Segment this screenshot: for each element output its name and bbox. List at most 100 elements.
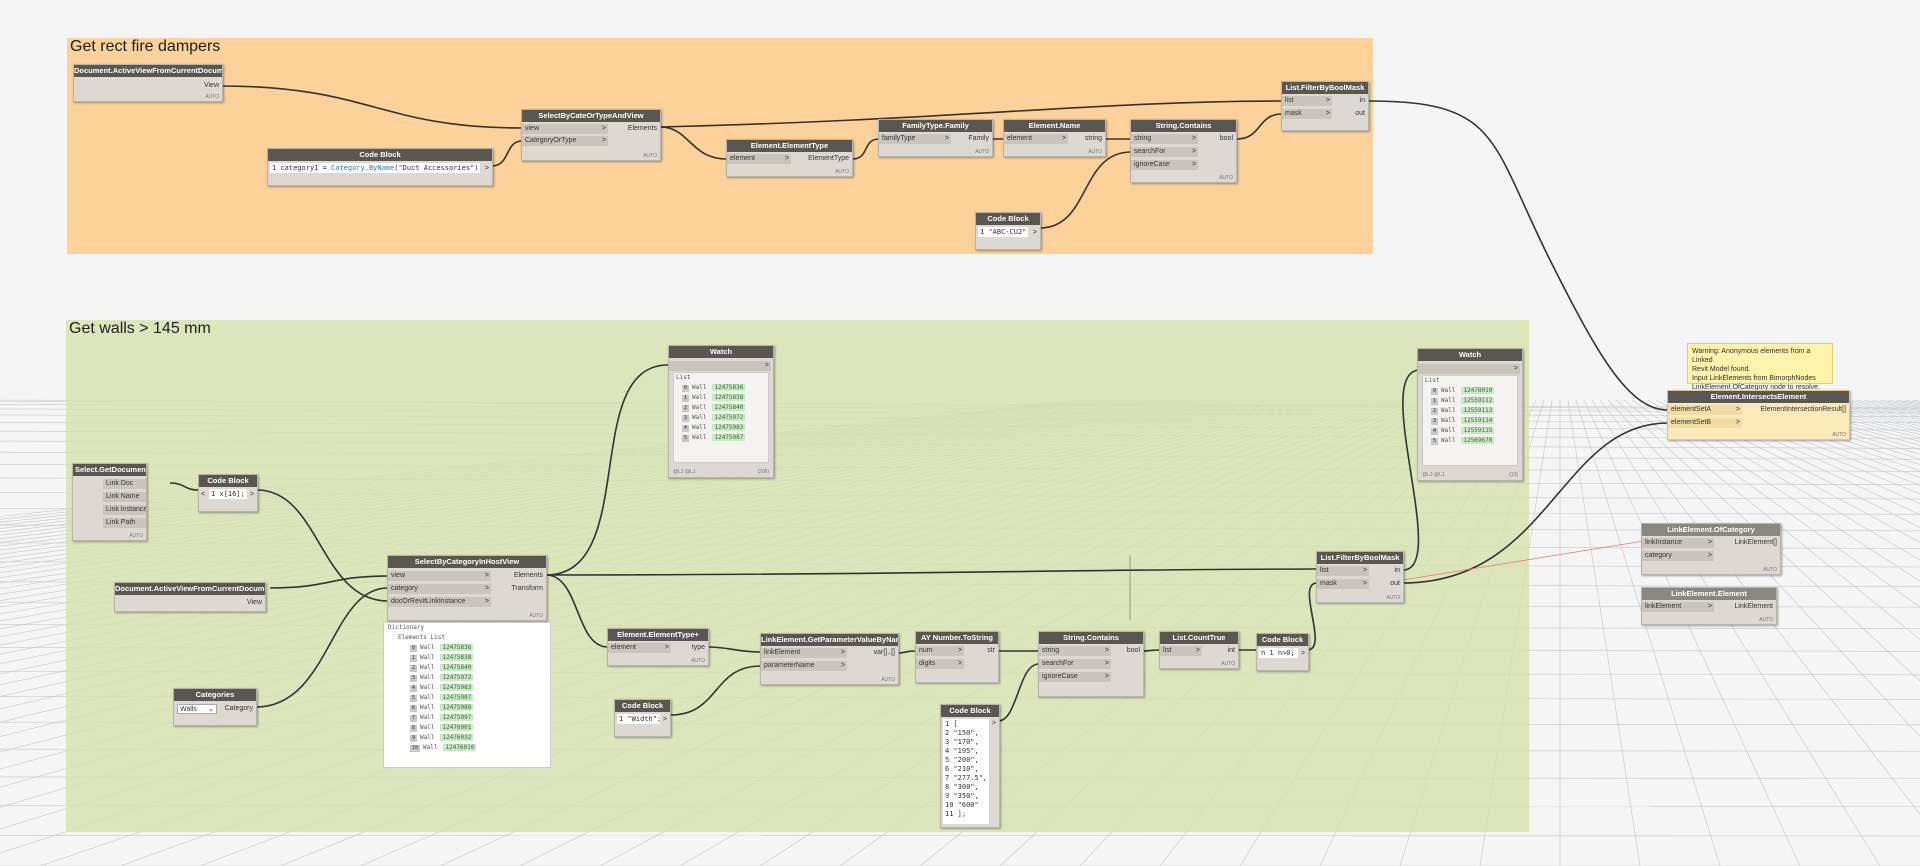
input-port-list[interactable]: list: [1282, 96, 1332, 106]
code-editor[interactable]: 1 "ABC-CU2";: [978, 227, 1028, 237]
output-port[interactable]: >: [991, 720, 996, 727]
input-port-mask[interactable]: mask: [1317, 579, 1369, 589]
element-id[interactable]: 12475972: [712, 414, 746, 421]
output-port-view[interactable]: View: [246, 599, 262, 606]
code-editor[interactable]: 1 x[16];: [209, 489, 247, 499]
node-link-element-of-category[interactable]: LinkElement.OfCategory linkInstance cate…: [1641, 523, 1781, 575]
node-active-view-1[interactable]: Document.ActiveViewFromCurrentDocument V…: [73, 64, 223, 102]
output-port-element-type[interactable]: ElementType: [808, 155, 849, 162]
code-editor[interactable]: 1 [2 "150",3 "170",4 "195",5 "200",6 "21…: [943, 719, 989, 824]
output-port-link-doc[interactable]: Link Doc: [103, 479, 146, 489]
input-port-string[interactable]: string: [1039, 646, 1111, 656]
input-port-doc-or-link-instance[interactable]: docOrRevitLinkInstance: [388, 597, 491, 607]
input-port-element[interactable]: element: [727, 154, 791, 164]
input-port-search-for[interactable]: searchFor: [1039, 659, 1111, 669]
input-port-element[interactable]: element: [608, 643, 671, 653]
node-element-intersects-element[interactable]: Element.IntersectsElement elementSetA el…: [1667, 390, 1850, 440]
element-id[interactable]: 12476010: [443, 744, 477, 751]
element-id[interactable]: 12475972: [440, 674, 474, 681]
element-id[interactable]: 12475983: [440, 684, 474, 691]
element-id[interactable]: 12559112: [1461, 397, 1495, 404]
element-id[interactable]: 12569670: [1461, 437, 1495, 444]
input-port-mask[interactable]: mask: [1282, 109, 1332, 119]
node-watch-2[interactable]: Watch List 0Wall124780101Wall125591122Wa…: [1417, 348, 1523, 481]
node-select-get-documents[interactable]: Select.GetDocuments Link Doc Link Name L…: [72, 463, 147, 541]
output-port-link-path[interactable]: Link Path: [103, 518, 146, 528]
element-id[interactable]: 12475836: [712, 384, 746, 391]
element-id[interactable]: 12475840: [440, 664, 474, 671]
code-editor[interactable]: 1 "Width";: [617, 714, 660, 724]
code-editor[interactable]: 1 category1 = Category.ByName("Duct Acce…: [270, 163, 480, 173]
output-port[interactable]: >: [1032, 229, 1037, 236]
output-port-link-instance[interactable]: Link Instance: [103, 505, 146, 515]
input-port-string[interactable]: string: [1131, 134, 1198, 144]
node-code-block-list[interactable]: Code Block 1 [2 "150",3 "170",4 "195",5 …: [940, 704, 1000, 828]
node-select-by-category-in-host-view[interactable]: SelectByCategoryInHostView view category…: [387, 555, 547, 621]
input-port-view[interactable]: view: [388, 571, 491, 581]
node-get-parameter-value-by-name[interactable]: LinkElement.GetParameterValueByName link…: [760, 633, 899, 685]
input-port-search-for[interactable]: searchFor: [1131, 147, 1198, 157]
output-port-link-element-list[interactable]: LinkElement[]: [1734, 539, 1777, 546]
output-port-bool[interactable]: bool: [1126, 647, 1140, 654]
input-port-category-or-type[interactable]: CategoryOrType: [522, 136, 608, 146]
node-list-count-true[interactable]: List.CountTrue list int AUTO: [1159, 631, 1239, 669]
node-code-block-width[interactable]: Code Block 1 "Width"; >: [614, 699, 671, 737]
input-port-element-set-a[interactable]: elementSetA: [1668, 405, 1742, 415]
element-id[interactable]: 12475988: [440, 704, 474, 711]
output-port-out[interactable]: out: [1355, 110, 1365, 117]
node-element-element-type-1[interactable]: Element.ElementType element ElementType …: [726, 139, 853, 177]
input-port-element-set-b[interactable]: elementSetB: [1668, 418, 1742, 428]
input-port-view[interactable]: view: [522, 124, 608, 134]
element-id[interactable]: 12559115: [1461, 427, 1495, 434]
input-port-list[interactable]: list: [1160, 646, 1202, 656]
input-port-ignore-case[interactable]: ignoreCase: [1131, 160, 1198, 170]
output-port[interactable]: >: [249, 491, 254, 498]
output-port-view[interactable]: View: [203, 82, 219, 89]
node-categories[interactable]: Categories Walls⌄ Category: [173, 688, 257, 726]
code-editor[interactable]: n 1 n>0;: [1259, 648, 1298, 658]
node-family-type-family[interactable]: FamilyType.Family familyType Family AUTO: [878, 119, 993, 157]
input-port-element[interactable]: element: [1004, 134, 1068, 144]
node-select-by-cate-or-type-and-view[interactable]: SelectByCateOrTypeAndView view CategoryO…: [521, 109, 661, 161]
input-port-category[interactable]: category: [388, 584, 491, 594]
output-port[interactable]: >: [484, 165, 489, 172]
output-port[interactable]: >: [662, 716, 667, 723]
input-port-category[interactable]: category: [1642, 551, 1714, 561]
input-port-ignore-case[interactable]: ignoreCase: [1039, 672, 1111, 682]
category-dropdown[interactable]: Walls⌄: [177, 704, 217, 714]
node-code-block-index[interactable]: Code Block 1 x[16]; > <: [198, 474, 258, 512]
node-string-contains-1[interactable]: String.Contains string searchFor ignoreC…: [1130, 119, 1237, 183]
output-port-out[interactable]: out: [1390, 580, 1400, 587]
output-port-transform[interactable]: Transform: [511, 585, 543, 592]
node-element-type-plus[interactable]: Element.ElementType+ element type AUTO: [607, 628, 709, 666]
group-get-walls[interactable]: Get walls > 145 mm: [66, 320, 1529, 832]
output-port-int[interactable]: int: [1227, 647, 1235, 654]
element-id[interactable]: 12475840: [712, 404, 746, 411]
element-id[interactable]: 12476032: [440, 734, 474, 741]
input-port-link-element[interactable]: linkElement: [1642, 602, 1714, 612]
node-string-contains-2[interactable]: String.Contains string searchFor ignoreC…: [1038, 631, 1144, 697]
input-port-link-instance[interactable]: linkInstance: [1642, 538, 1714, 548]
element-id[interactable]: 12478010: [1461, 387, 1495, 394]
output-port-string[interactable]: string: [1084, 135, 1102, 142]
input-port-list[interactable]: list: [1317, 566, 1369, 576]
element-id[interactable]: 12559113: [1461, 407, 1495, 414]
output-port-elements[interactable]: Elements: [627, 125, 657, 132]
element-id[interactable]: 12475997: [440, 714, 474, 721]
input-port[interactable]: <: [201, 491, 206, 498]
element-id[interactable]: 12559114: [1461, 417, 1495, 424]
output-port-elements[interactable]: Elements: [513, 572, 543, 579]
node-code-block-abc[interactable]: Code Block 1 "ABC-CU2"; >: [975, 212, 1041, 250]
output-port-intersection-result[interactable]: ElementIntersectionResult[]: [1760, 406, 1846, 413]
output-port-var[interactable]: var[]..[]: [873, 649, 895, 656]
output-port-in[interactable]: in: [1394, 567, 1400, 574]
input-port-num[interactable]: num: [916, 646, 964, 656]
output-port-link-element[interactable]: LinkElement: [1734, 603, 1773, 610]
element-id[interactable]: 12475838: [440, 654, 474, 661]
node-list-filter-by-bool-mask-2[interactable]: List.FilterByBoolMask list mask in out A…: [1316, 551, 1404, 603]
input-port-family-type[interactable]: familyType: [879, 134, 951, 144]
input-port-digits[interactable]: digits: [916, 659, 964, 669]
input-port[interactable]: [1418, 364, 1520, 374]
node-list-filter-by-bool-mask-1[interactable]: List.FilterByBoolMask list mask in out: [1281, 81, 1369, 131]
